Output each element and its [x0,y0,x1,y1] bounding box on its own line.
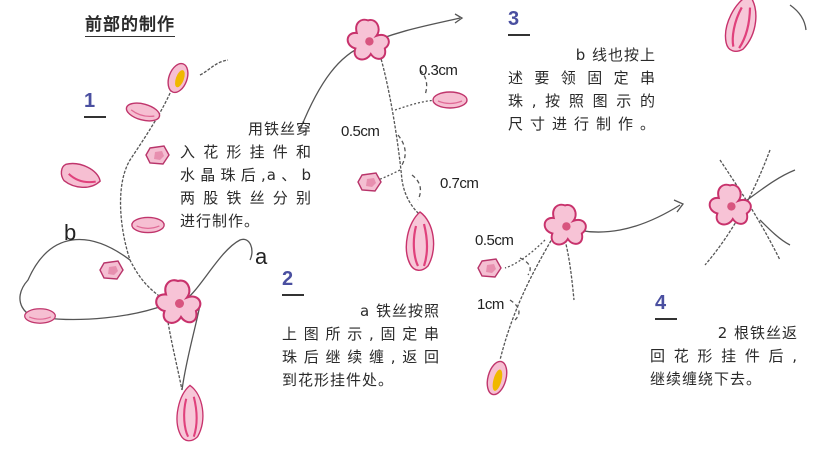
step-number-2: 2 [282,268,305,296]
step-4-line: 继续缠绕下去。 [650,370,763,388]
step-2-line: 珠后继续缠,返回 [282,348,440,366]
wire-label-a: a [255,244,268,269]
section-heading: 前部的制作 [85,10,175,37]
step-2-line: a 铁丝按照 [360,302,440,320]
step-number-4: 4 [655,292,678,320]
step-1-line: 两股铁丝分别 [180,189,312,207]
measure-0-7cm: 0.7cm [440,175,479,192]
step-1-text: 用铁丝穿 入花形挂件和 水晶珠后,a、b 两股铁丝分别 进行制作。 [180,118,312,233]
wire-label-b: b [64,220,77,245]
measure-0-5cm-lower: 0.5cm [475,232,514,249]
step-number-1: 1 [84,90,107,118]
step-3-line: b 线也按上 [575,46,656,64]
step-2-line: 上图所示,固定串 [282,325,440,343]
step-2-line: 到花形挂件处。 [282,371,395,389]
step-1-line: 入花形挂件和 [180,143,312,161]
step-3-text: b 线也按上 述要领固定串 珠,按照图示的 尺寸进行制作。 [508,44,656,136]
step-1-line: 进行制作。 [180,212,261,230]
step-1-line: 水晶珠后,a、b [180,166,312,184]
step-4-line: 2 根铁丝返 [717,324,798,342]
step-4-text: 2 根铁丝返 回花形挂件后, 继续缠绕下去。 [650,322,798,391]
step-3-line: 珠,按照图示的 [508,92,656,110]
measure-1cm: 1cm [477,296,504,313]
measure-0-3cm: 0.3cm [419,62,458,79]
step-1-line: 用铁丝穿 [247,120,312,138]
step-3-line: 述要领固定串 [508,69,656,87]
step-4-line: 回花形挂件后, [650,347,798,365]
step-number-3: 3 [508,8,531,36]
step-2-text: a 铁丝按照 上图所示,固定串 珠后继续缠,返回 到花形挂件处。 [282,300,440,392]
step-3-line: 尺寸进行制作。 [508,115,656,133]
measure-0-5cm-upper: 0.5cm [341,123,380,140]
